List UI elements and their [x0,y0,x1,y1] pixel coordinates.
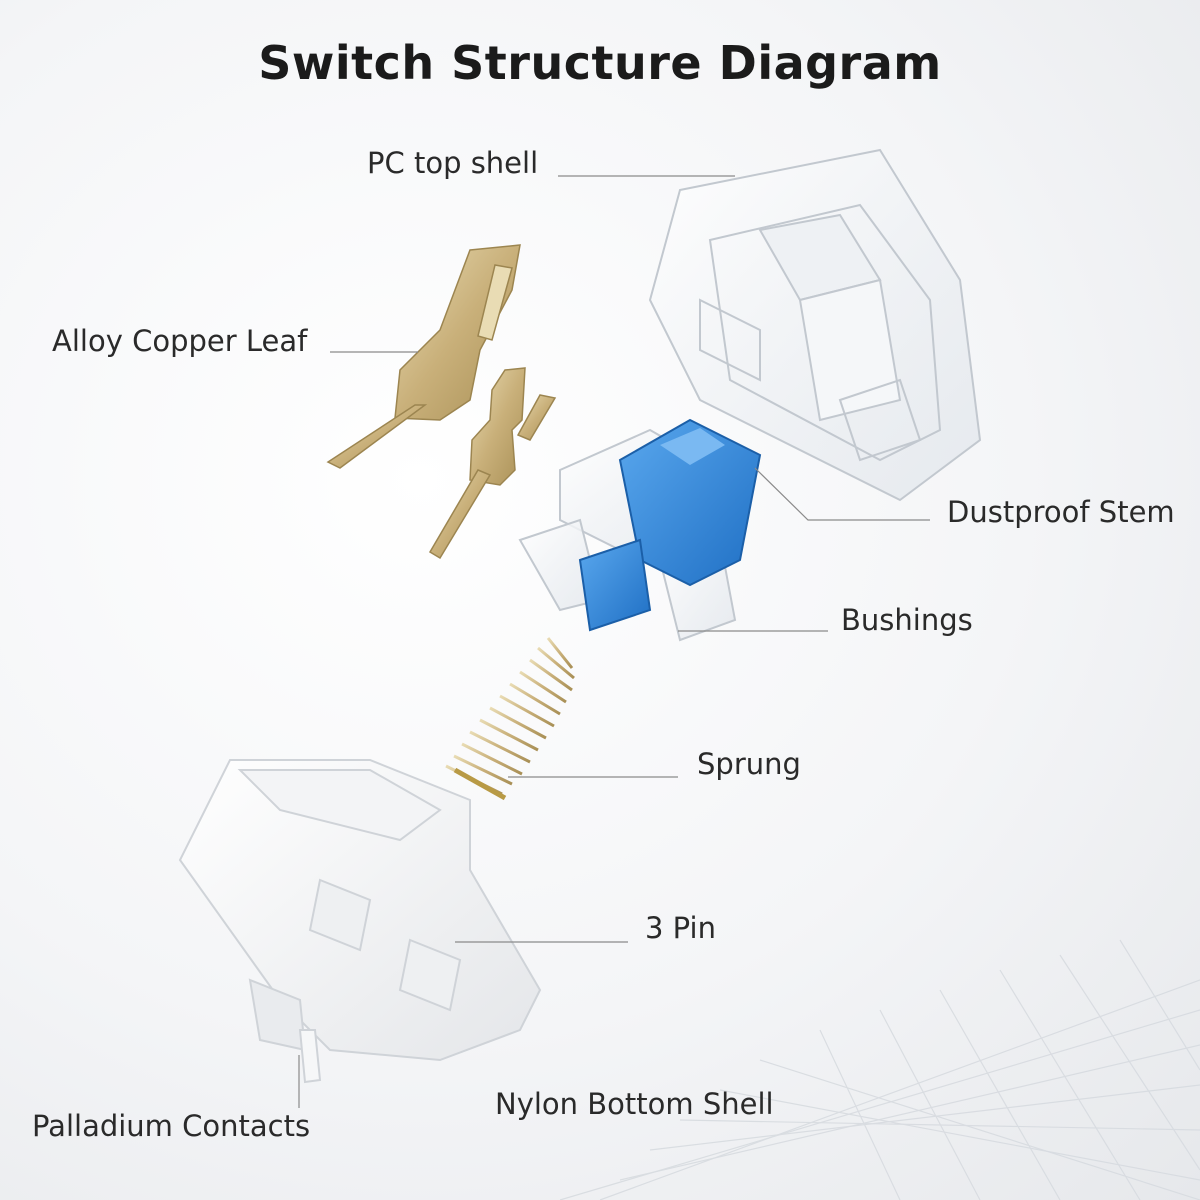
page-title: Switch Structure Diagram [0,36,1200,90]
label-bushings: Bushings [841,606,973,635]
label-sprung: Sprung [697,750,801,779]
label-dustproof-stem: Dustproof Stem [947,498,1175,527]
label-alloy-copper-leaf: Alloy Copper Leaf [52,327,307,356]
alloy-copper-leaf [328,245,555,558]
background-grid [560,940,1200,1200]
label-3-pin: 3 Pin [645,914,716,943]
dustproof-stem [520,420,760,640]
label-nylon-bottom-shell: Nylon Bottom Shell [495,1090,774,1119]
label-pc-top-shell: PC top shell [367,149,538,178]
nylon-bottom-shell [180,760,540,1082]
sprung-spring [446,638,574,798]
label-palladium-contacts: Palladium Contacts [32,1112,310,1141]
